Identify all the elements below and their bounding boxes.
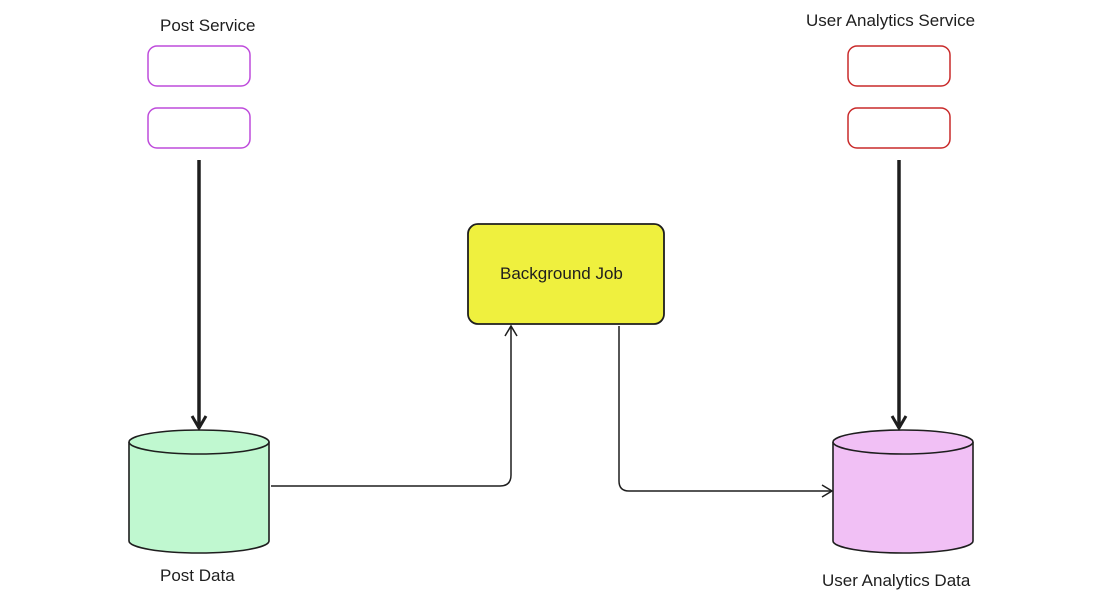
post-data-label: Post Data (160, 566, 235, 585)
post-service-instance-2[interactable] (147, 107, 251, 149)
user-analytics-service-instance-1[interactable] (847, 45, 951, 87)
background-job-label: Background Job (500, 264, 623, 283)
post-data-database[interactable] (128, 429, 270, 554)
post-service-instance-1[interactable] (147, 45, 251, 87)
user-analytics-data-database[interactable] (832, 429, 974, 554)
user-analytics-data-label: User Analytics Data (822, 571, 971, 590)
arrow-background-job-to-user-analytics-data (618, 326, 834, 498)
arrow-post-data-to-background-job (271, 324, 518, 487)
background-job-box[interactable] (467, 223, 665, 325)
user-analytics-service-instance-2[interactable] (847, 107, 951, 149)
post-service-label: Post Service (160, 16, 256, 35)
user-analytics-service-label: User Analytics Service (806, 11, 976, 30)
